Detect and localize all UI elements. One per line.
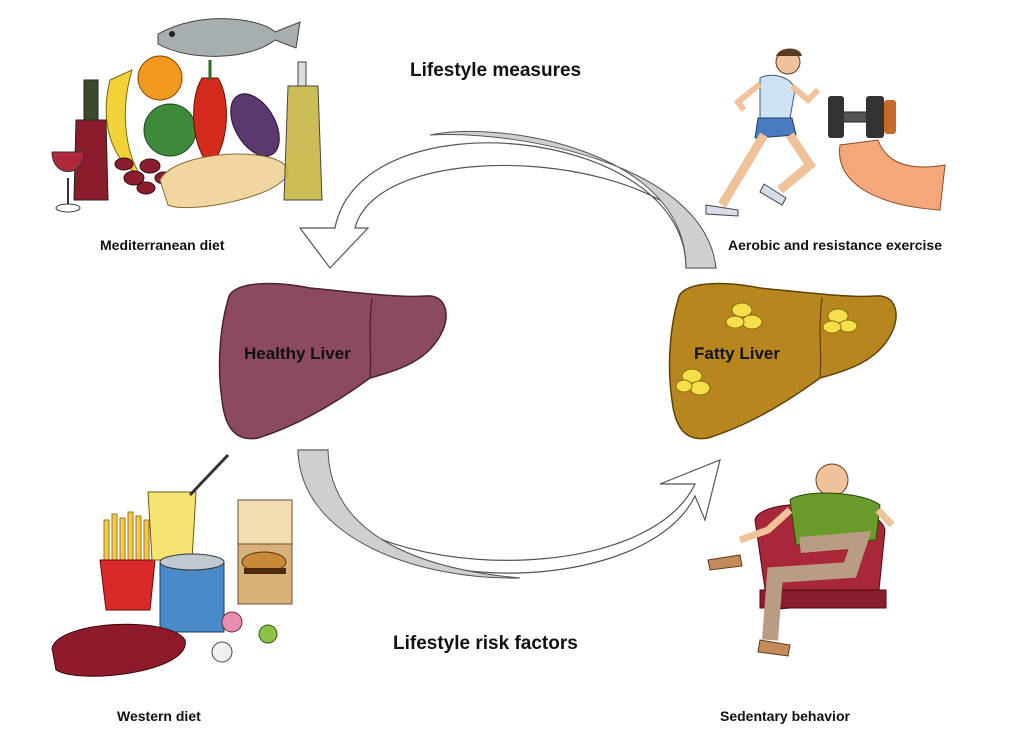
sitting-person-icon: [707, 463, 895, 657]
western-food-icon: [51, 453, 293, 677]
running-dumbbell-icon: [705, 48, 946, 217]
healthy-liver-icon: [218, 282, 447, 440]
fatty-liver-label: Fatty Liver: [694, 344, 780, 363]
fatty-liver-icon: [668, 282, 897, 440]
lifestyle-risk-factors-title: Lifestyle risk factors: [393, 633, 578, 654]
arrow-lifestyle-measures: [298, 130, 717, 269]
lifestyle-measures-title: Lifestyle measures: [410, 60, 582, 81]
mediterranean-food-icon: [51, 18, 323, 213]
mediterranean-diet-label: Mediterranean diet: [100, 237, 225, 253]
healthy-liver-label: Healthy Liver: [244, 344, 351, 363]
fat-droplets-icon: [675, 302, 858, 396]
arrow-lifestyle-risk-factors: [297, 449, 721, 579]
exercise-label: Aerobic and resistance exercise: [728, 237, 943, 253]
western-diet-label: Western diet: [117, 708, 201, 724]
sedentary-behavior-label: Sedentary behavior: [720, 708, 850, 724]
